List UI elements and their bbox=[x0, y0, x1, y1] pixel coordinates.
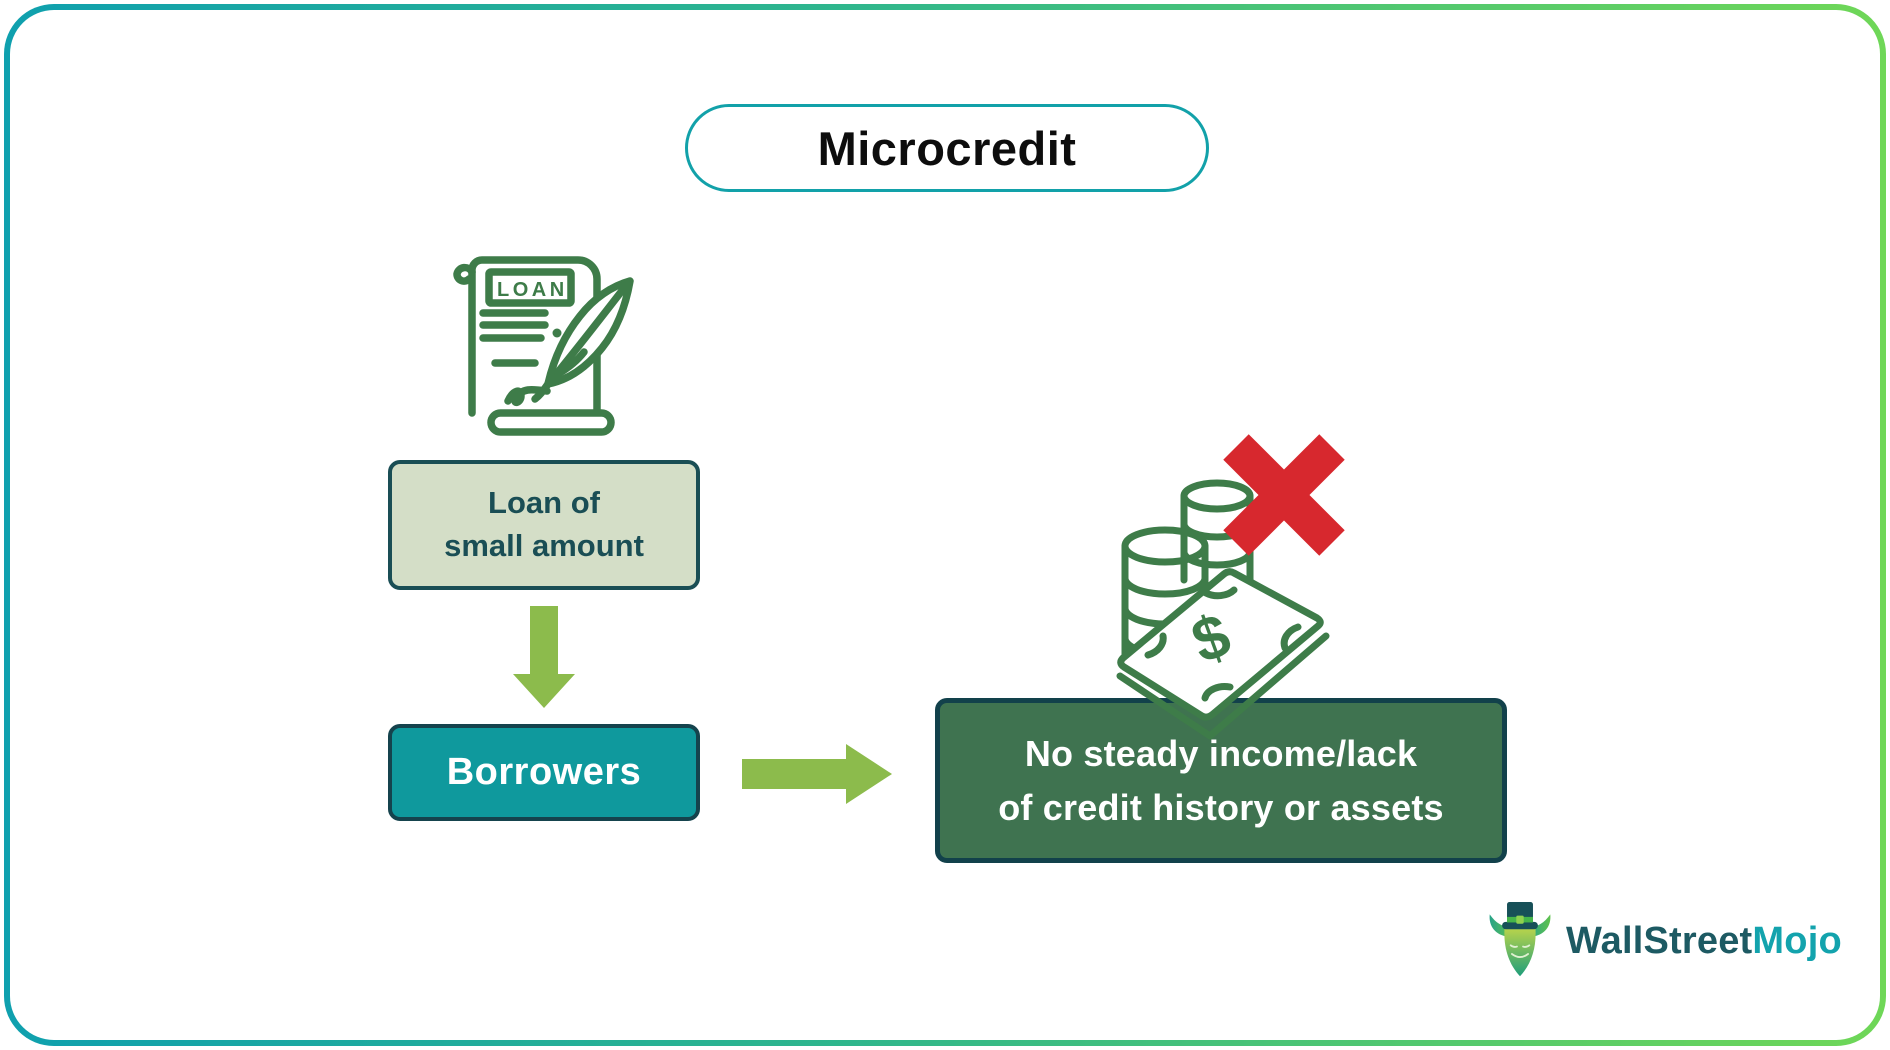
banknote bbox=[1116, 568, 1330, 740]
scroll-base bbox=[487, 409, 615, 436]
reason-line1: No steady income/lack bbox=[1024, 732, 1418, 774]
brand-part2: Mojo bbox=[1752, 919, 1842, 962]
loan-label-box bbox=[485, 268, 575, 307]
banknote-shadow-line bbox=[1116, 632, 1330, 740]
reason-box: No steady income/lack of credit history … bbox=[935, 698, 1507, 863]
bull-logo-icon bbox=[1489, 902, 1551, 977]
money-crossed-icon: $ bbox=[1116, 434, 1345, 740]
loan-amount-line2: small amount bbox=[444, 528, 644, 563]
borrowers-label: Borrowers bbox=[446, 751, 642, 793]
brand-logo: WallStreetMojo bbox=[1486, 900, 1842, 982]
cross-icon bbox=[1223, 434, 1345, 556]
down-arrow-icon bbox=[513, 606, 575, 708]
loan-document-icon: LOAN bbox=[453, 256, 634, 436]
borrowers-box: Borrowers bbox=[388, 724, 700, 821]
ink-dot bbox=[552, 328, 562, 338]
right-arrow-icon bbox=[742, 744, 892, 804]
brand-name: WallStreetMojo bbox=[1566, 920, 1842, 963]
loan-icon-label: LOAN bbox=[497, 279, 568, 301]
loan-amount-box: Loan of small amount bbox=[388, 460, 700, 590]
brand-part1: WallStreet bbox=[1566, 919, 1753, 962]
page-title: Microcredit bbox=[817, 121, 1077, 175]
signature-squiggle bbox=[504, 385, 551, 407]
loan-amount-line1: Loan of bbox=[488, 485, 600, 521]
document-outline bbox=[468, 256, 601, 417]
title-pill: Microcredit bbox=[685, 104, 1209, 192]
scroll-curl bbox=[453, 263, 476, 285]
reason-line2: of credit history or assets bbox=[998, 786, 1444, 828]
